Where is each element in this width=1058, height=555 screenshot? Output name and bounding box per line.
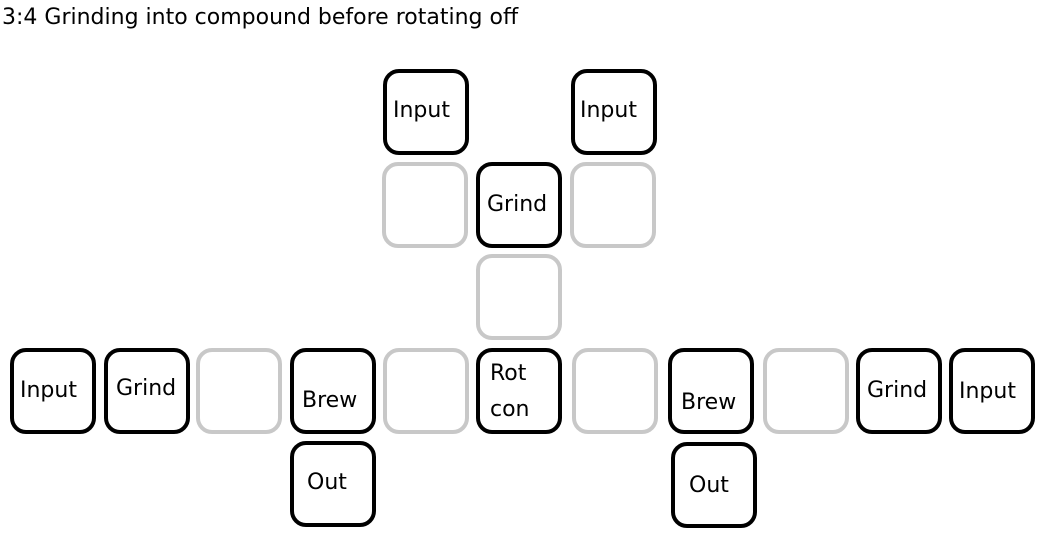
empty-slot (570, 162, 656, 248)
block-label-line2: con (490, 397, 530, 422)
block-input-left: Input (10, 348, 96, 434)
block-grind-right: Grind (856, 348, 942, 434)
block-label: Brew (681, 390, 737, 415)
block-label: Input (393, 98, 450, 123)
block-input-top-right: Input (571, 69, 657, 155)
empty-slot (572, 348, 658, 434)
block-grind-left: Grind (104, 348, 190, 434)
block-label: Grind (487, 192, 548, 217)
block-out-right: Out (671, 442, 757, 528)
block-input-top-left: Input (383, 69, 469, 155)
empty-slot (383, 348, 469, 434)
empty-slot (196, 348, 282, 434)
block-label: Out (689, 473, 729, 498)
block-brew-left: Brew (290, 348, 376, 434)
block-label: Grind (867, 378, 928, 403)
block-brew-right: Brew (668, 348, 754, 434)
block-label: Out (307, 470, 347, 495)
empty-slot (476, 254, 562, 340)
empty-slot (763, 348, 849, 434)
block-grind-top: Grind (476, 162, 562, 248)
block-label: Input (20, 378, 77, 403)
block-label: Grind (116, 376, 177, 401)
block-label: Input (580, 98, 637, 123)
block-rotary-con: Rot con (476, 348, 562, 434)
block-label-line1: Rot (490, 361, 527, 386)
block-input-right: Input (949, 348, 1035, 434)
block-label: Brew (302, 388, 358, 413)
empty-slot (382, 162, 468, 248)
block-out-left: Out (290, 441, 376, 527)
diagram-title: 3:4 Grinding into compound before rotati… (2, 5, 519, 30)
block-label: Input (959, 379, 1016, 404)
